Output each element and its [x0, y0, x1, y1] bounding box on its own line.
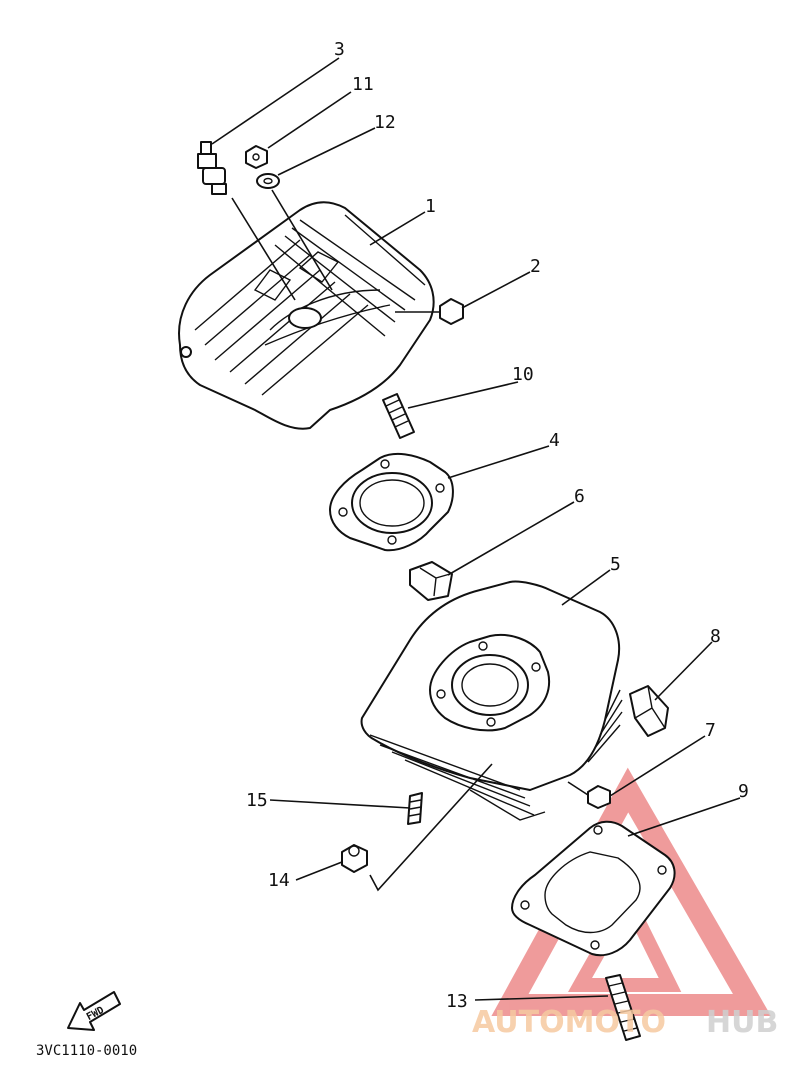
stud-15	[407, 792, 423, 825]
cylinder	[360, 580, 623, 821]
washer-12	[256, 173, 280, 189]
nut-7	[587, 785, 611, 809]
base-gasket	[511, 820, 676, 957]
callout-7: 7	[705, 720, 716, 741]
fwd-arrow-icon: FWD	[67, 991, 121, 1031]
part-6	[409, 561, 453, 601]
watermark-text: AUTOMOTO HUB	[472, 1005, 778, 1040]
nut-11	[245, 145, 268, 169]
stud-13	[605, 974, 641, 1041]
head-gasket	[329, 452, 454, 552]
callout-9: 9	[738, 781, 749, 802]
watermark-part2: HUB	[706, 1005, 778, 1040]
callout-6: 6	[574, 486, 585, 507]
callout-3: 3	[334, 39, 345, 60]
leader-lines	[211, 57, 741, 1001]
callout-5: 5	[610, 554, 621, 575]
callout-4: 4	[549, 430, 560, 451]
callout-13: 13	[446, 991, 468, 1012]
callout-2: 2	[530, 256, 541, 277]
diagram-code: 3VC1110-0010	[36, 1043, 137, 1059]
cylinder-head	[178, 201, 435, 430]
nut-2	[439, 298, 464, 325]
spark-plug	[197, 141, 227, 195]
callout-12: 12	[374, 112, 396, 133]
watermark-part1: AUTOMOTO	[472, 1005, 666, 1040]
part-8	[629, 685, 669, 737]
stud-10	[382, 393, 415, 439]
callout-15: 15	[246, 790, 268, 811]
nut-14	[341, 844, 368, 873]
callout-8: 8	[710, 626, 721, 647]
callout-1: 1	[425, 196, 436, 217]
callout-10: 10	[512, 364, 534, 385]
callout-14: 14	[268, 870, 290, 891]
callout-11: 11	[352, 74, 374, 95]
